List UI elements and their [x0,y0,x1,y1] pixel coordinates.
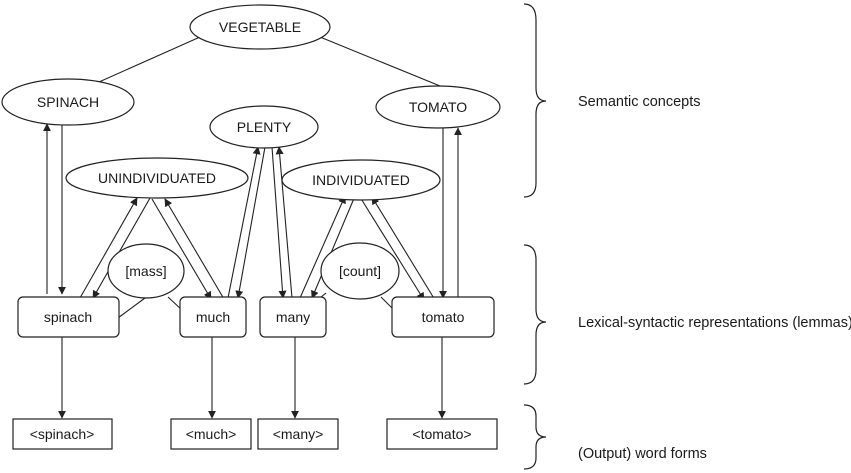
lemma-many: many [259,296,327,338]
wordform-much: <much> [170,418,252,450]
wordform-many: <many> [257,418,339,450]
arrow-plenty-to-many [271,146,287,299]
wordform-spinach: <spinach> [12,418,113,450]
arrows-individuated [299,195,436,301]
edge-vegetable-spinach [89,36,201,87]
arrow-much-to-plenty [227,146,261,299]
edge-vegetable-tomato [319,36,446,89]
wordform-spinach-label: <spinach> [30,426,95,442]
concept-vegetable: VEGETABLE [189,4,331,50]
arrow-many-to-plenty [275,146,293,299]
arrow-unindividuated-to-spinach [92,197,151,299]
arrow-unindividuated-to-much [151,198,212,300]
concept-tomato-label: TOMATO [409,99,467,115]
wordform-many-label: <many> [273,426,324,442]
arrows-unindividuated [79,197,225,300]
concept-unindividuated: UNINDIVIDUATED [65,157,249,199]
arrow-spinach-to-unindividuated [79,197,138,299]
level-semantic-label: Semantic concepts [578,94,701,110]
level-lexical-label: Lexical-syntactic representations (lemma… [578,315,851,331]
arrow-many-to-individuated [299,195,346,299]
concept-unindividuated-label: UNINDIVIDUATED [98,170,216,186]
lemma-spinach-label: spinach [44,309,92,325]
arrow-plenty-to-much [235,146,266,299]
lemma-much-label: much [196,309,230,325]
lemma-tomato-label: tomato [422,309,465,325]
lemma-spinach: spinach [17,296,120,338]
concept-individuated: INDIVIDUATED [281,159,441,201]
arrow-individuated-to-tomato [359,196,425,301]
arrows-plenty [227,146,293,299]
edge-spinach-mass [117,297,146,319]
feature-mass-label: [mass] [125,263,166,279]
concept-individuated-label: INDIVIDUATED [312,172,410,188]
arrow-spinach-concept-lemma [43,123,66,295]
lemma-tomato: tomato [391,296,495,338]
concept-spinach: SPINACH [1,78,135,126]
wordform-tomato-label: <tomato> [412,426,471,442]
lemma-many-label: many [276,309,310,325]
lemma-much: much [179,296,247,338]
concept-spinach-label: SPINACH [37,94,99,110]
concept-tomato: TOMATO [375,85,501,129]
brace-output [523,404,547,470]
wordform-tomato: <tomato> [386,418,498,450]
concept-vegetable-label: VEGETABLE [219,19,301,35]
arrow-much-to-unindividuated [164,198,225,300]
concept-plenty: PLENTY [209,105,319,149]
brace-lexical [523,244,547,385]
brace-semantic [523,3,547,198]
feature-mass: [mass] [107,243,185,299]
feature-count-label: [count] [339,263,381,279]
arrows-lemma-to-wordform [58,337,446,419]
feature-count: [count] [320,242,400,300]
concept-plenty-label: PLENTY [237,119,292,135]
arrow-tomato-concept-lemma [439,127,462,299]
arrow-tomato-to-individuated [371,196,436,301]
level-output-label: (Output) word forms [578,446,707,462]
wordform-much-label: <much> [186,426,237,442]
arrow-individuated-to-many [311,195,356,299]
